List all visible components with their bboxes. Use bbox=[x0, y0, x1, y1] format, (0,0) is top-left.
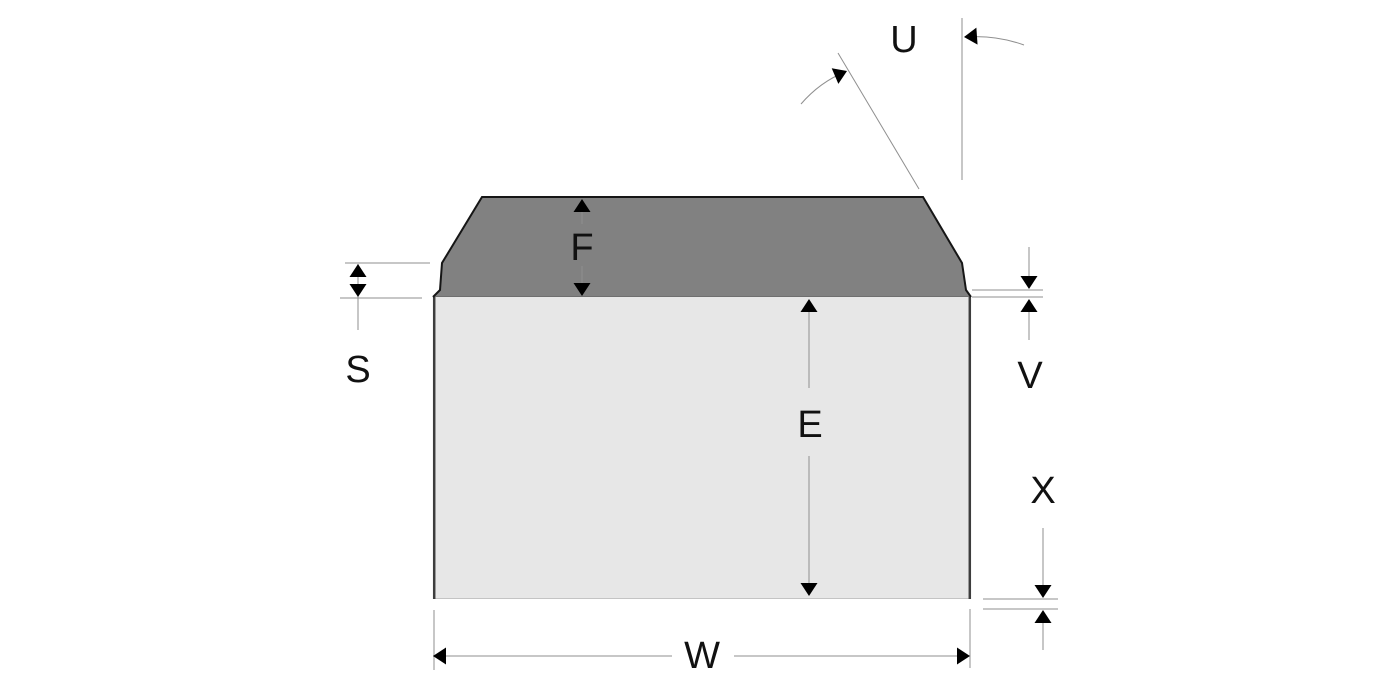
arrow-u-vertical-icon bbox=[964, 27, 978, 45]
arrow-s-down-icon bbox=[349, 284, 367, 297]
dim-w-ext-lines bbox=[433, 609, 971, 670]
part-cross-section bbox=[432, 196, 972, 599]
arrow-f-up-icon bbox=[573, 199, 591, 212]
dim-x-ext-lines bbox=[983, 598, 1058, 610]
arrow-u-slant-icon bbox=[831, 68, 847, 84]
dim-u-slant-ref-line bbox=[837, 52, 920, 190]
dim-v-ext-lines bbox=[972, 289, 1043, 298]
arrow-v-up-icon bbox=[1020, 299, 1038, 312]
label-s: S bbox=[345, 349, 370, 391]
label-e: E bbox=[797, 404, 822, 446]
body-region bbox=[433, 297, 971, 598]
arrow-w-left-icon bbox=[433, 647, 446, 665]
arrow-s-up-icon bbox=[349, 264, 367, 277]
label-v: V bbox=[1017, 355, 1043, 397]
arrow-f-down-icon bbox=[573, 283, 591, 296]
dimension-labels: U F S V E X W bbox=[345, 19, 1055, 677]
label-x: X bbox=[1030, 470, 1055, 512]
arrow-e-up-icon bbox=[800, 299, 818, 312]
label-f: F bbox=[570, 227, 593, 269]
arrow-x-up-icon bbox=[1034, 610, 1052, 623]
label-w: W bbox=[684, 635, 720, 677]
tread-region bbox=[433, 197, 971, 297]
tread-outline bbox=[432, 196, 972, 298]
arrow-v-down-icon bbox=[1020, 276, 1038, 289]
label-u: U bbox=[890, 19, 917, 61]
arrow-w-right-icon bbox=[957, 647, 970, 665]
dim-s-ext-lines bbox=[340, 262, 430, 299]
arrow-e-down-icon bbox=[800, 583, 818, 596]
dimension-arrowheads bbox=[349, 27, 1052, 665]
arrow-x-down-icon bbox=[1034, 585, 1052, 598]
